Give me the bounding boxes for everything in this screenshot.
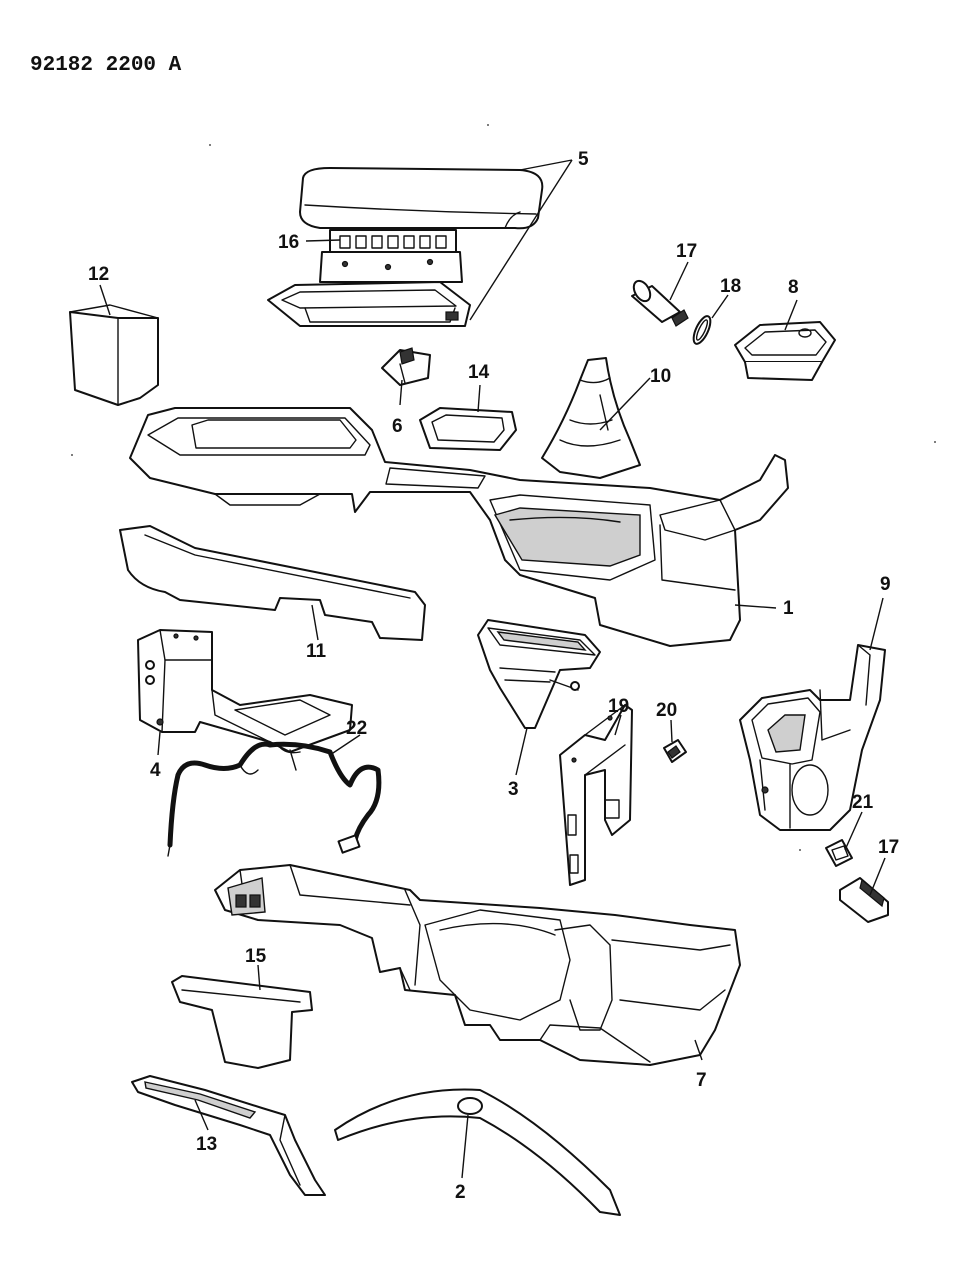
callout-3: 3 xyxy=(508,779,519,800)
scan-specks xyxy=(71,124,936,851)
part-armrest-hinge xyxy=(319,229,463,283)
part-socket-cylinder xyxy=(631,279,689,327)
callout-10: 10 xyxy=(650,366,671,387)
callout-5: 5 xyxy=(578,149,589,170)
callout-9: 9 xyxy=(880,574,891,595)
callout-6: 6 xyxy=(392,416,403,437)
callout-21: 21 xyxy=(852,792,874,813)
part-clip xyxy=(663,739,687,763)
callout-17-lower: 17 xyxy=(878,837,899,858)
part-console-top xyxy=(129,407,789,647)
callout-12: 12 xyxy=(88,264,109,285)
part-shifter-bezel xyxy=(477,619,601,729)
callout-14: 14 xyxy=(468,362,490,383)
callout-13: 13 xyxy=(196,1134,217,1155)
callout-1: 1 xyxy=(783,598,794,619)
part-curved-trim xyxy=(334,1088,621,1216)
callout-8: 8 xyxy=(788,277,799,298)
callout-18: 18 xyxy=(720,276,741,297)
callout-7: 7 xyxy=(696,1070,707,1091)
part-armrest-base xyxy=(267,281,471,327)
part-lighter-element xyxy=(839,877,889,923)
leader-lines xyxy=(99,159,886,1179)
part-support-bracket xyxy=(559,704,633,886)
callout-11: 11 xyxy=(306,641,327,662)
callout-16: 16 xyxy=(278,232,299,253)
part-mount-bracket xyxy=(137,629,353,753)
part-cup-holder xyxy=(739,644,886,831)
document-id: 92182 2200 A xyxy=(30,54,182,77)
part-wiring-harness xyxy=(167,741,382,857)
callout-19: 19 xyxy=(608,696,629,717)
callout-labels: 1 2 3 4 5 6 7 8 9 10 11 12 13 14 15 16 1… xyxy=(88,149,899,1203)
callout-22: 22 xyxy=(346,718,367,739)
part-side-panel xyxy=(119,525,426,641)
callout-4: 4 xyxy=(150,760,161,781)
part-shift-boot xyxy=(541,357,641,479)
part-switch xyxy=(381,347,431,386)
part-console-base xyxy=(214,864,741,1066)
part-trim-panel xyxy=(171,975,313,1069)
part-ring xyxy=(692,315,712,345)
callout-15: 15 xyxy=(245,946,267,967)
callout-17-top: 17 xyxy=(676,241,697,262)
callout-20: 20 xyxy=(656,700,677,721)
part-side-pocket xyxy=(69,304,159,406)
callout-2: 2 xyxy=(455,1182,466,1203)
part-armrest-lid xyxy=(299,167,544,230)
part-trim-rail xyxy=(131,1075,326,1196)
part-ashtray xyxy=(734,321,836,381)
part-small-clip xyxy=(825,839,853,867)
part-storage-bin xyxy=(419,407,517,451)
